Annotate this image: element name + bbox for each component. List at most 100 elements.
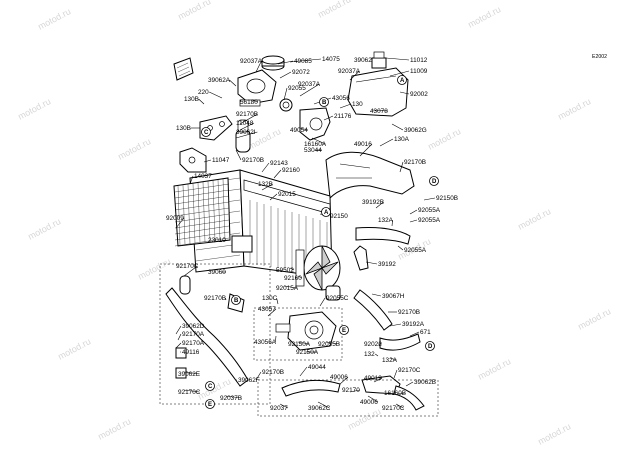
leader-line <box>177 333 182 341</box>
part-callout: 92170B <box>399 159 426 173</box>
part-callout: 21176 <box>323 113 352 121</box>
leader-line <box>198 98 205 105</box>
reference-marker-circle <box>339 325 349 335</box>
part-number-label: 92150A <box>288 341 311 348</box>
part-callout: 92170B <box>255 369 284 381</box>
pipe-bottom-right <box>393 385 425 411</box>
part-number-label: 92022 <box>364 341 382 348</box>
watermark-text: motod.ru <box>136 256 172 282</box>
leader-line <box>397 245 404 251</box>
part-callout: 132B <box>258 181 273 191</box>
part-callout: 92170B <box>236 111 258 125</box>
leader-line <box>279 71 292 79</box>
part-callout: 43078 <box>370 108 388 115</box>
leader-line <box>255 371 262 381</box>
part-callout: 16160A <box>304 137 327 148</box>
part-number-label: 39060 <box>208 269 226 276</box>
reference-marker-circle <box>425 341 435 351</box>
part-callout: 92022 <box>364 341 382 348</box>
part-number-label: 130C <box>262 295 278 302</box>
part-number-label: 92055A <box>418 217 441 224</box>
bottom-group-bounding-box <box>257 379 439 417</box>
reference-marker: A <box>397 75 407 85</box>
screen-mesh-line <box>174 189 230 199</box>
fitting-bottom-left <box>175 347 187 379</box>
leader-line <box>235 131 258 139</box>
part-callout: 59502 <box>276 267 294 274</box>
watermark-text: motod.ru <box>576 306 612 332</box>
leader-line <box>289 58 322 63</box>
leader-line <box>371 109 389 112</box>
part-number-label: 14075 <box>322 56 340 63</box>
leader-line <box>297 275 303 279</box>
leader-line <box>325 341 340 345</box>
part-callout: 92015A <box>276 285 299 292</box>
part-number-label: 92170A <box>182 340 205 347</box>
leader-line <box>385 57 410 61</box>
leader-line <box>339 376 349 385</box>
screen-mesh-line <box>174 207 230 217</box>
leader-line <box>289 267 295 271</box>
part-number-label: 39062C <box>308 405 331 412</box>
part-number-label: 92170A <box>182 331 205 338</box>
part-number-label: 16160B <box>384 390 406 397</box>
leader-line <box>261 162 270 173</box>
part-callout: 92170B <box>388 309 420 316</box>
part-number-label: 39062G <box>404 127 427 134</box>
part-callout: 39067H <box>371 293 405 300</box>
part-callout: 92150B <box>423 195 458 202</box>
part-callout: 39062C <box>308 401 331 412</box>
part-callout: 39062 <box>354 57 373 64</box>
part-callout: 92170A <box>177 331 205 341</box>
leader-line <box>365 261 378 265</box>
part-callout: 92143 <box>261 160 288 173</box>
reference-marker-letter: C <box>204 130 209 136</box>
radiator-cap <box>261 55 285 71</box>
screen-mesh-line <box>212 180 216 241</box>
diagram-code: E2002 <box>592 54 607 60</box>
part-number-label: 39062A <box>208 77 231 84</box>
leader-line <box>299 127 309 131</box>
watermark-text: motod.ru <box>116 136 152 162</box>
part-callout: 132 <box>364 351 379 358</box>
part-number-label: 39062 <box>354 57 372 64</box>
part-number-label: 43056A <box>254 339 277 346</box>
part-number-label: 11012 <box>410 57 428 64</box>
part-number-label: 132A <box>378 217 394 224</box>
leader-line <box>423 197 436 201</box>
leader-line <box>409 331 420 337</box>
leader-line <box>393 369 398 379</box>
screen-mesh-line <box>174 195 230 205</box>
part-number-label: 92170C <box>176 263 199 270</box>
screen-mesh <box>174 178 230 247</box>
part-number-label: 92170C <box>178 389 201 396</box>
part-number-label: 14037 <box>194 173 212 180</box>
leader-line <box>283 285 298 289</box>
part-number-label: 130B <box>176 125 191 132</box>
part-number-label: 39062E <box>178 371 200 378</box>
watermark-text: motod.ru <box>56 336 92 362</box>
part-callout: 23010 <box>208 237 226 244</box>
bracket-lower <box>179 147 207 173</box>
part-callout: 43056A <box>254 335 277 346</box>
part-callout: 92009 <box>166 215 185 229</box>
part-number-label: 56180 <box>240 99 258 106</box>
part-callout: 39192B <box>362 199 384 209</box>
leader-line <box>183 389 200 393</box>
hose-right-3 <box>353 289 393 331</box>
screen-mesh-line <box>207 181 211 242</box>
part-number-label: 220 <box>198 89 209 96</box>
part-number-label: 132A <box>382 357 398 364</box>
part-number-label: 16160A <box>304 141 327 148</box>
part-callout: 92150A <box>296 349 319 356</box>
leader-line <box>183 371 200 375</box>
leader-line <box>405 381 414 387</box>
reference-marker-letter: A <box>400 78 405 84</box>
leader-line <box>239 122 255 131</box>
part-number-label: 92143 <box>270 160 288 167</box>
part-number-label: 53044 <box>304 147 322 154</box>
part-number-label: 43056 <box>332 95 350 102</box>
screen-mesh-line <box>217 179 221 241</box>
reference-marker-letter: D <box>432 179 437 185</box>
part-callout: 92055A <box>409 207 441 215</box>
